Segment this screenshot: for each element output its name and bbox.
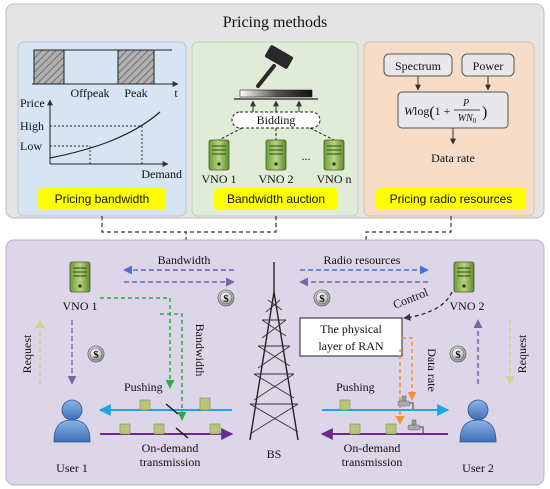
connector-radio: [362, 216, 452, 251]
panel-pricing-bandwidth: Offpeak Peak t Price Demand High Low Pri…: [17, 41, 187, 217]
level-low: Low: [20, 139, 42, 153]
ondemand-left-1: On-demand: [142, 441, 199, 455]
phys-layer-box: [299, 317, 403, 357]
ondemand-right-2: transmission: [342, 455, 403, 469]
auction-vno1: VNO 1: [202, 172, 237, 186]
vno1-label: VNO 1: [63, 299, 98, 313]
packet-left-2: [199, 397, 211, 411]
auction-vno2: VNO 2: [259, 172, 294, 186]
formula-denominator: WN0: [458, 113, 477, 125]
data-rate-label: Data rate: [431, 151, 475, 165]
formula-text: Wlog(1 +: [404, 104, 451, 121]
formula-numerator: P: [462, 98, 469, 109]
bandwidth-arrow-label: Bandwidth: [158, 253, 211, 267]
panel-bandwidth-auction: Bidding VNO 1 VNO 2 ... VNO n Bandwidth …: [191, 41, 359, 217]
vno2-server-icon: [265, 139, 287, 171]
formula-close-paren: ): [482, 104, 487, 121]
ondemand-left-2: transmission: [140, 455, 201, 469]
bottom-section-bg: [5, 239, 545, 486]
packet-right-2: [349, 423, 361, 435]
price-curve: [49, 111, 161, 159]
vno1-server-icon: [208, 139, 230, 171]
panel1-label: Pricing bandwidth: [55, 192, 150, 206]
pushing-right-label: Pushing: [336, 380, 375, 394]
orange-datarate-path: [402, 337, 417, 401]
bidding-label: Bidding: [257, 113, 296, 127]
panel-pricing-radio: Spectrum Power Wlog(1 + P WN0 ) Data rat…: [363, 41, 535, 217]
switch-left-2: [175, 427, 189, 439]
packet-left-3: [119, 423, 131, 435]
gavel-icon: [256, 45, 294, 88]
packet-left-5: [209, 423, 221, 435]
request-right-label: Request: [515, 334, 529, 373]
switch-left-1: [165, 403, 179, 415]
control-arrow: [403, 291, 453, 321]
dollar-sign-right-top: $: [319, 293, 325, 305]
ondemand-right-1: On-demand: [344, 441, 401, 455]
user1-label: User 1: [56, 461, 88, 475]
request-left-label: Request: [20, 334, 34, 373]
connector-auction: [186, 216, 277, 233]
power-box: Power: [473, 59, 504, 73]
vno2-icon: [453, 261, 475, 293]
dollar-sign-left-top: $: [223, 293, 229, 305]
vnon-server-icon: [323, 139, 345, 171]
panel3-label: Pricing radio resources: [390, 192, 513, 206]
user2-label: User 2: [462, 461, 494, 475]
packet-right-1: [339, 399, 351, 411]
auction-block: [239, 89, 313, 98]
tick-peak: Peak: [124, 86, 147, 100]
dollar-sign-right: $: [455, 349, 461, 361]
packet-right-3: [385, 423, 397, 435]
phys-layer-line2: layer of RAN: [318, 339, 384, 353]
vno1-icon: [69, 261, 91, 293]
x-axis-label: Demand: [141, 167, 182, 181]
vno2-label: VNO 2: [450, 299, 485, 313]
green-bandwidth-path: [100, 297, 175, 389]
peak-block: [117, 49, 155, 85]
bs-tower-icon: [249, 262, 299, 441]
level-high: High: [20, 119, 44, 133]
y-axis-label: Price: [20, 96, 45, 110]
data-rate-vertical-label: Data rate: [425, 348, 439, 392]
tick-t: t: [174, 86, 178, 100]
bs-label: BS: [267, 447, 282, 461]
auction-vnon: VNO n: [317, 172, 352, 186]
tick-offpeak: Offpeak: [70, 86, 109, 100]
pushing-left-label: Pushing: [124, 380, 163, 394]
phys-layer-line1: The physical: [320, 322, 382, 336]
radio-arrow-label: Radio resources: [324, 253, 401, 267]
auction-ellipsis: ...: [302, 149, 311, 163]
offpeak-block: [33, 49, 65, 85]
green-bandwidth-path-2: [160, 313, 187, 421]
spectrum-box: Spectrum: [395, 59, 442, 73]
packet-left-4: [153, 423, 165, 435]
top-title: Pricing methods: [223, 14, 327, 31]
dollar-sign-left: $: [93, 349, 99, 361]
orange-datarate-path-2: [395, 349, 405, 425]
panel2-label: Bandwidth auction: [227, 192, 325, 206]
bandwidth-vertical-label: Bandwidth: [193, 324, 207, 377]
packet-left-1: [139, 399, 151, 411]
